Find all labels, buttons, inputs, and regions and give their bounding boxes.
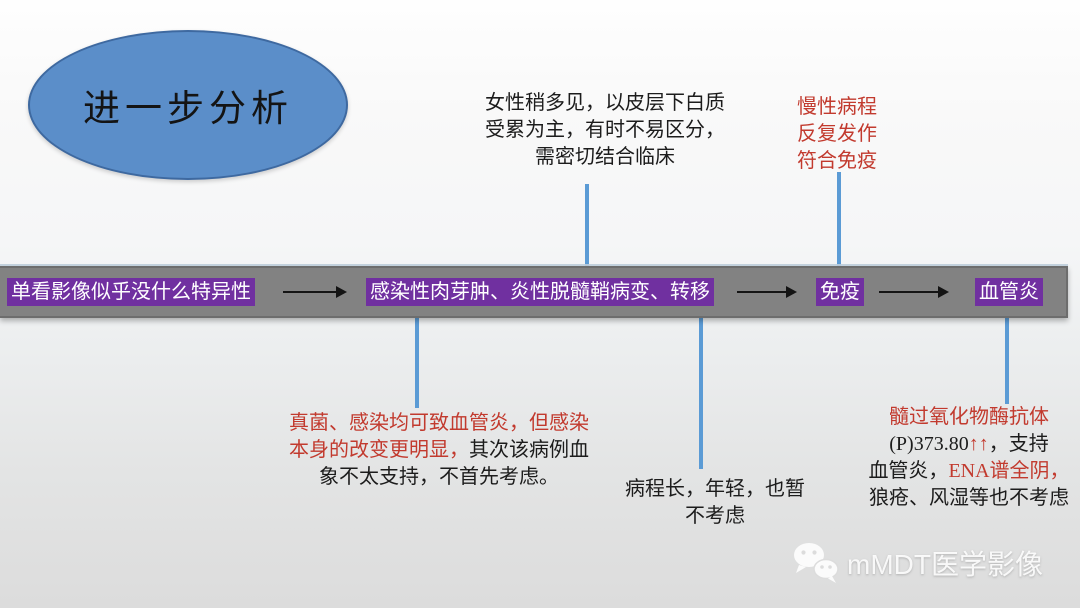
note-segment: (P)373.80 bbox=[889, 433, 969, 455]
flow-step-4: 血管炎 bbox=[975, 278, 1043, 306]
connector-line bbox=[415, 318, 419, 408]
note-line: 需密切结合临床 bbox=[535, 146, 675, 168]
note-bottom-left: 真菌、感染均可致血管炎，但感染 本身的改变更明显，其次该病例血 象不太支持，不首… bbox=[272, 410, 606, 491]
note-segment: 血管炎， bbox=[868, 460, 949, 482]
page-title: 进一步分析 bbox=[83, 89, 293, 130]
connector-line bbox=[1005, 318, 1009, 404]
note-line: 真菌、感染均可致血管炎，但感染 bbox=[272, 410, 606, 437]
note-line: (P)373.80↑↑，支持 bbox=[856, 431, 1080, 458]
connector-line bbox=[837, 172, 841, 267]
note-segment: ENA谱全阴， bbox=[948, 460, 1070, 482]
wechat-icon bbox=[794, 543, 839, 583]
flow-step-1: 单看影像似乎没什么特异性 bbox=[7, 278, 255, 306]
connector-line bbox=[585, 184, 589, 267]
note-line: 病程长，年轻，也暂 bbox=[625, 478, 805, 500]
watermark-text: mMDT医学影像 bbox=[847, 549, 1043, 580]
flow-step-3: 免疫 bbox=[816, 278, 864, 306]
note-segment: 狼疮、风湿等也不考虑 bbox=[869, 487, 1069, 509]
note-segment: 髓过氧化物酶抗体 bbox=[889, 406, 1049, 428]
note-top-right: 慢性病程 反复发作 符合免疫 bbox=[756, 94, 918, 175]
title-ellipse: 进一步分析 bbox=[28, 30, 348, 180]
watermark: mMDT医学影像 bbox=[790, 540, 1043, 586]
note-segment: 真菌、感染均可致血管炎，但感染 bbox=[289, 412, 589, 434]
note-line: 狼疮、风湿等也不考虑 bbox=[856, 485, 1080, 512]
note-line: 本身的改变更明显，其次该病例血 bbox=[272, 437, 606, 464]
right-arrow-icon bbox=[283, 286, 347, 298]
note-line: 象不太支持，不首先考虑。 bbox=[272, 464, 606, 491]
right-arrow-icon bbox=[879, 286, 949, 298]
note-line: 髓过氧化物酶抗体 bbox=[856, 404, 1080, 431]
note-bottom-right: 髓过氧化物酶抗体 (P)373.80↑↑，支持 血管炎，ENA谱全阴， 狼疮、风… bbox=[856, 404, 1080, 512]
note-line: 反复发作 bbox=[797, 123, 877, 145]
note-segment: 其次该病例血 bbox=[469, 439, 589, 461]
note-top-middle: 女性稍多见，以皮层下白质 受累为主，有时不易区分， 需密切结合临床 bbox=[430, 90, 780, 171]
right-arrow-icon bbox=[737, 286, 797, 298]
note-line: 受累为主，有时不易区分， bbox=[485, 119, 725, 141]
note-segment: ，支持 bbox=[988, 433, 1049, 455]
note-line: 符合免疫 bbox=[797, 150, 877, 172]
note-line: 不考虑 bbox=[685, 505, 745, 527]
note-line: 血管炎，ENA谱全阴， bbox=[856, 458, 1080, 485]
flow-step-2: 感染性肉芽肿、炎性脱髓鞘病变、转移 bbox=[366, 278, 714, 306]
flow-bar: 单看影像似乎没什么特异性 感染性肉芽肿、炎性脱髓鞘病变、转移 免疫 血管炎 bbox=[0, 266, 1068, 318]
note-line: 女性稍多见，以皮层下白质 bbox=[485, 92, 725, 114]
connector-line bbox=[699, 318, 703, 469]
note-segment: 本身的改变更明显， bbox=[289, 439, 469, 461]
note-line: 慢性病程 bbox=[797, 96, 877, 118]
note-bottom-middle: 病程长，年轻，也暂 不考虑 bbox=[600, 476, 830, 530]
note-segment: 象不太支持，不首先考虑。 bbox=[319, 466, 559, 488]
up-arrows-icon: ↑↑ bbox=[968, 433, 989, 455]
